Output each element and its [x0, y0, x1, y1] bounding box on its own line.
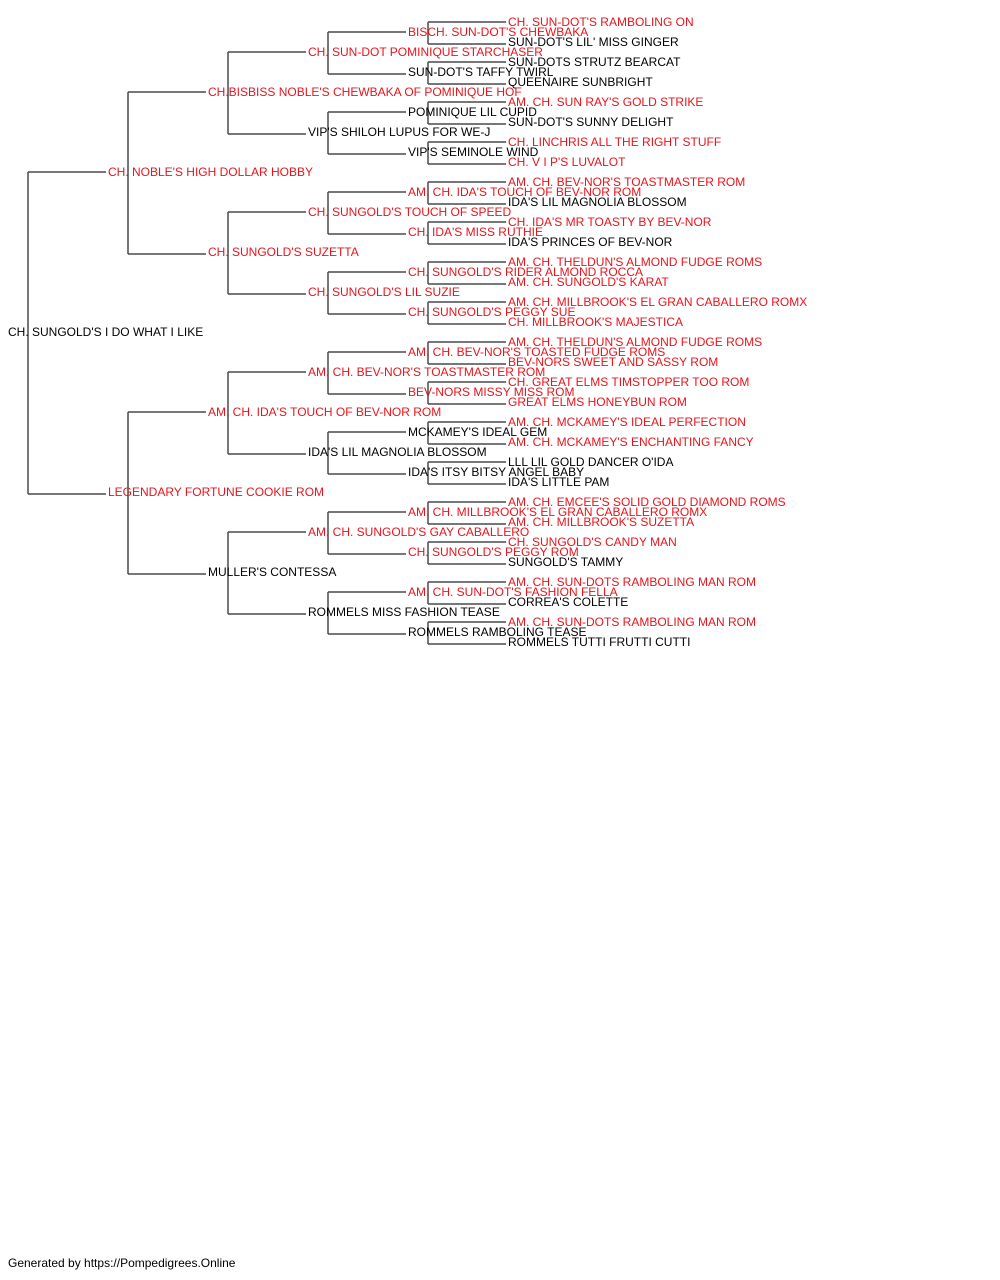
ancestor-name: CH. SUNGOLD'S CANDY MAN	[508, 535, 677, 549]
ancestor-name: ROMMELS RAMBOLING TEASE	[408, 625, 586, 639]
pedigree-tree: CH. SUNGOLD'S I DO WHAT I LIKE CH. NOBLE'…	[8, 15, 807, 649]
ancestor-name: SUN-DOT'S LIL' MISS GINGER	[508, 35, 679, 49]
ancestor-name: GREAT ELMS HONEYBUN ROM	[508, 395, 687, 409]
ancestor-name: SUNGOLD'S TAMMY	[508, 555, 623, 569]
ancestor-name: CH. NOBLE'S HIGH DOLLAR HOBBY	[108, 165, 313, 179]
ancestor-name: VIP'S SHILOH LUPUS FOR WE-J	[308, 125, 490, 139]
ancestor-name: BISCH. SUN-DOT'S CHEWBAKA	[408, 25, 588, 39]
ancestor-name: ROMMELS TUTTI FRUTTI CUTTI	[508, 635, 690, 649]
ancestor-name: CH. MILLBROOK'S MAJESTICA	[508, 315, 683, 329]
ancestor-name: CH. IDA'S MR TOASTY BY BEV-NOR	[508, 215, 712, 229]
ancestor-name: AM. CH. THELDUN'S ALMOND FUDGE ROMS	[508, 335, 762, 349]
ancestor-name: CH. SUNGOLD'S PEGGY SUE	[408, 305, 575, 319]
ancestor-name: IDA'S LIL MAGNOLIA BLOSSOM	[308, 445, 487, 459]
ancestor-name: LEGENDARY FORTUNE COOKIE ROM	[108, 485, 324, 499]
ancestor-name: CH. SUN-DOT POMINIQUE STARCHASER	[308, 45, 543, 59]
ancestor-labels: CH. SUNGOLD'S I DO WHAT I LIKE CH. NOBLE'…	[8, 15, 807, 649]
ancestor-name: AM. CH. SUNGOLD'S KARAT	[508, 275, 669, 289]
ancestor-name: ROMMELS MISS FASHION TEASE	[308, 605, 500, 619]
ancestor-name: AM. CH. IDA'S TOUCH OF BEV-NOR ROM	[208, 405, 441, 419]
ancestor-name: SUN-DOT'S SUNNY DELIGHT	[508, 115, 674, 129]
ancestor-name: AM. CH. MILLBROOK'S EL GRAN CABALLERO RO…	[408, 505, 707, 519]
ancestor-name: MULLER'S CONTESSA	[208, 565, 336, 579]
ancestor-name: AM. CH. BEV-NOR'S TOASTMASTER ROM	[308, 365, 545, 379]
ancestor-name: QUEENAIRE SUNBRIGHT	[508, 75, 653, 89]
ancestor-name: AM. CH. IDA'S TOUCH OF BEV-NOR ROM	[408, 185, 641, 199]
ancestor-name: LLL LIL GOLD DANCER O'IDA	[508, 455, 673, 469]
ancestor-name: IDA'S PRINCES OF BEV-NOR	[508, 235, 673, 249]
ancestor-name: SUN-DOTS STRUTZ BEARCAT	[508, 55, 681, 69]
ancestor-name: VIP'S SEMINOLE WIND	[408, 145, 539, 159]
ancestor-name: CH. SUNGOLD'S LIL SUZIE	[308, 285, 460, 299]
ancestor-name: CH. V I P'S LUVALOT	[508, 155, 626, 169]
subject-name: CH. SUNGOLD'S I DO WHAT I LIKE	[8, 325, 203, 339]
ancestor-name: AM. CH. SUN-DOT'S FASHION FELLA	[408, 585, 618, 599]
ancestor-name: AM. CH. THELDUN'S ALMOND FUDGE ROMS	[508, 255, 762, 269]
ancestor-name: AM. CH. SUN RAY'S GOLD STRIKE	[508, 95, 703, 109]
ancestor-name: CH. SUNGOLD'S SUZETTA	[208, 245, 359, 259]
ancestor-name: AM. CH. MCKAMEY'S IDEAL PERFECTION	[508, 415, 746, 429]
ancestor-name: CH. SUNGOLD'S TOUCH OF SPEED	[308, 205, 512, 219]
ancestor-name: CH. SUN-DOT'S RAMBOLING ON	[508, 15, 694, 29]
ancestor-name: AM. CH. SUN-DOTS RAMBOLING MAN ROM	[508, 575, 756, 589]
connector-lines	[27, 21, 506, 645]
ancestor-name: AM. CH. MCKAMEY'S ENCHANTING FANCY	[508, 435, 754, 449]
ancestor-name: SUN-DOT'S TAFFY TWIRL	[408, 65, 554, 79]
ancestor-name: CH. SUNGOLD'S PEGGY ROM	[408, 545, 579, 559]
ancestor-name: CH. SUNGOLD'S RIDER ALMOND ROCCA	[408, 265, 643, 279]
ancestor-name: CH. IDA'S MISS RUTHIE	[408, 225, 543, 239]
ancestor-name: AM. CH. BEV-NOR'S TOASTED FUDGE ROMS	[408, 345, 665, 359]
ancestor-name: POMINIQUE LIL CUPID	[408, 105, 537, 119]
ancestor-name: BEV-NORS SWEET AND SASSY ROM	[508, 355, 718, 369]
ancestor-name: MCKAMEY'S IDEAL GEM	[408, 425, 547, 439]
ancestor-name: CH. LINCHRIS ALL THE RIGHT STUFF	[508, 135, 721, 149]
ancestor-name: IDA'S LITTLE PAM	[508, 475, 609, 489]
ancestor-name: IDA'S LIL MAGNOLIA BLOSSOM	[508, 195, 687, 209]
ancestor-name: AM. CH. MILLBROOK'S SUZETTA	[508, 515, 694, 529]
ancestor-name: AM. CH. EMCEE'S SOLID GOLD DIAMOND ROMS	[508, 495, 786, 509]
ancestor-name: IDA'S ITSY BITSY ANGEL BABY	[408, 465, 584, 479]
ancestor-name: AM. CH. SUN-DOTS RAMBOLING MAN ROM	[508, 615, 756, 629]
ancestor-name: CH.BISBISS NOBLE'S CHEWBAKA OF POMINIQUE…	[208, 85, 522, 99]
ancestor-name: AM. CH. SUNGOLD'S GAY CABALLERO	[308, 525, 529, 539]
ancestor-name: AM. CH. MILLBROOK'S EL GRAN CABALLERO RO…	[508, 295, 807, 309]
ancestor-name: AM. CH. BEV-NOR'S TOASTMASTER ROM	[508, 175, 745, 189]
ancestor-name: CORREA'S COLETTE	[508, 595, 628, 609]
generated-by-footer: Generated by https://Pompedigrees.Online	[8, 1256, 236, 1270]
ancestor-name: BEV-NORS MISSY MISS ROM	[408, 385, 574, 399]
ancestor-name: CH. GREAT ELMS TIMSTOPPER TOO ROM	[508, 375, 749, 389]
